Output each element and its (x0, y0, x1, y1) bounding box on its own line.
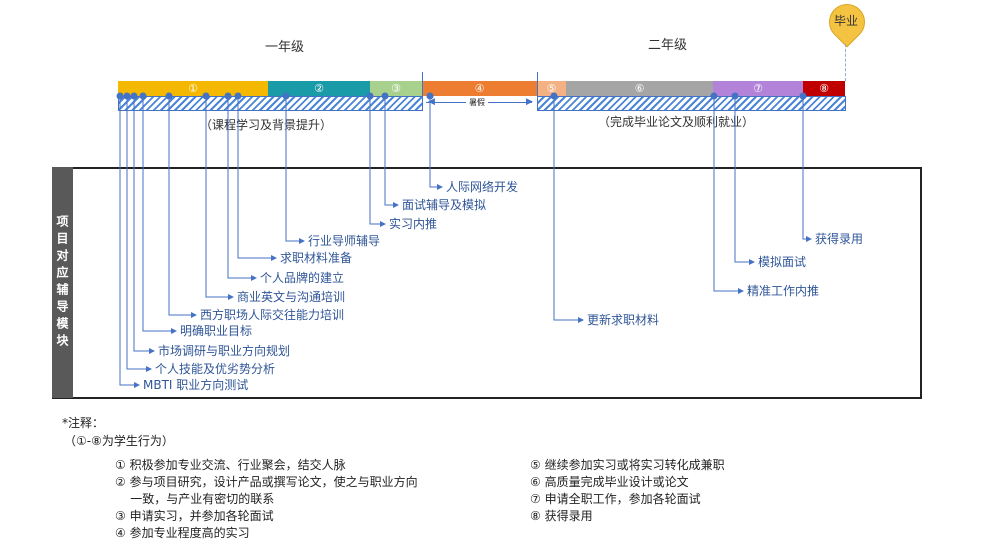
phase2-label: （完成毕业论文及顺利就业） (598, 115, 755, 129)
module-label: 人际网络开发 (446, 180, 519, 194)
arrow-icon (749, 259, 755, 265)
timeline-dot (234, 92, 242, 100)
module-title: 项目对应辅导模块 (52, 167, 73, 398)
note-left: ② 参与项目研究，设计产品或撰写论文，使之与职业方向 (115, 475, 418, 489)
note-right: ⑤ 继续参加实习或将实习转化成兼职 (530, 458, 725, 472)
note-right: ⑧ 获得录用 (530, 509, 593, 523)
timeline-dot (165, 92, 173, 100)
timeline-dot (282, 92, 290, 100)
connector-line (734, 96, 754, 263)
connector-line (227, 96, 256, 279)
timeline-dot (731, 92, 739, 100)
connector-line (126, 96, 151, 370)
connector-line (168, 96, 196, 316)
connector-line (285, 96, 304, 242)
arrow-icon (149, 348, 155, 354)
connector-line (384, 96, 398, 206)
arrow-icon (806, 236, 812, 242)
timeline-dot (426, 92, 434, 100)
timeline-dot (224, 92, 232, 100)
connector-line (237, 96, 276, 259)
timeline-dot (139, 92, 147, 100)
connector-line (713, 96, 743, 292)
connector-line (119, 96, 139, 386)
module-box (52, 167, 922, 399)
module-label: 求职材料准备 (280, 251, 353, 265)
module-label: 行业导师辅导 (308, 234, 381, 248)
segment-6: ⑥ (566, 81, 713, 96)
arrow-icon (578, 317, 584, 323)
arrow-icon (299, 238, 305, 244)
graduation-dashed-line (845, 44, 846, 81)
summer-label: 暑假 (466, 97, 488, 108)
timeline-dot (130, 92, 138, 100)
segment-3: ③ (370, 81, 422, 96)
module-label: 个人技能及优劣势分析 (155, 362, 276, 376)
module-label: 市场调研与职业方向规划 (158, 344, 291, 358)
module-label: 获得录用 (815, 232, 864, 246)
arrow-icon (251, 275, 257, 281)
module-label: 面试辅导及模拟 (402, 198, 487, 212)
timeline-dot (381, 92, 389, 100)
timeline-dot (202, 92, 210, 100)
arrow-icon (380, 221, 386, 227)
module-label: 模拟面试 (758, 255, 807, 269)
arrow-icon (271, 255, 277, 261)
segment-8: ⑧ (803, 81, 845, 96)
timeline-dot (116, 92, 124, 100)
module-label: MBTI 职业方向测试 (143, 378, 249, 392)
notes-subtitle: （①-⑧为学生行为） (64, 434, 174, 448)
separator (537, 72, 538, 110)
arrow-icon (228, 294, 234, 300)
phase1-label: （课程学习及背景提升） (200, 118, 333, 132)
graduation-label: 毕业 (833, 14, 858, 28)
module-label: 精准工作内推 (747, 284, 820, 298)
arrow-left-icon: ◀ (428, 97, 435, 107)
arrow-icon (134, 382, 140, 388)
note-right: ⑥ 高质量完成毕业设计或论文 (530, 475, 689, 489)
year2-label: 二年级 (648, 38, 688, 53)
timeline-dot (710, 92, 718, 100)
module-label: 更新求职材料 (587, 313, 660, 327)
connector-line (553, 96, 583, 321)
arrow-icon (171, 328, 177, 334)
connector-line (429, 96, 442, 188)
timeline-dot (366, 92, 374, 100)
module-label: 实习内推 (389, 217, 438, 231)
note-left: 一致，与产业有密切的联系 (115, 492, 275, 506)
arrow-icon (437, 184, 443, 190)
separator (422, 72, 423, 110)
arrow-icon (191, 312, 197, 318)
arrow-icon (738, 288, 744, 294)
connector-line (142, 96, 176, 332)
note-left: ① 积极参加专业交流、行业聚会，结交人脉 (115, 458, 346, 472)
note-left: ③ 申请实习，并参加各轮面试 (115, 509, 274, 523)
segment-2: ② (268, 81, 370, 96)
module-label: 明确职业目标 (180, 324, 253, 338)
arrow-icon (393, 202, 399, 208)
connector-line (802, 96, 811, 240)
module-label: 西方职场人际交往能力培训 (200, 308, 345, 322)
segment-4: ④ (422, 81, 537, 96)
notes-title: *注释： (62, 416, 105, 430)
segment-5: ⑤ (537, 81, 566, 96)
module-label: 个人品牌的建立 (260, 271, 345, 285)
connector-line (205, 96, 233, 298)
timeline-dot (799, 92, 807, 100)
year1-label: 一年级 (265, 40, 305, 55)
segment-7: ⑦ (713, 81, 803, 96)
note-right: ⑦ 申请全职工作，参加各轮面试 (530, 492, 701, 506)
arrow-right-icon: ▶ (526, 97, 533, 107)
timeline-dot (550, 92, 558, 100)
note-left: ④ 参加专业程度高的实习 (115, 526, 250, 540)
timeline-dot (123, 92, 131, 100)
arrow-icon (146, 366, 152, 372)
segment-1: ① (118, 81, 268, 96)
connector-line (369, 96, 385, 225)
connector-line (133, 96, 154, 352)
module-label: 商业英文与沟通培训 (237, 290, 346, 304)
